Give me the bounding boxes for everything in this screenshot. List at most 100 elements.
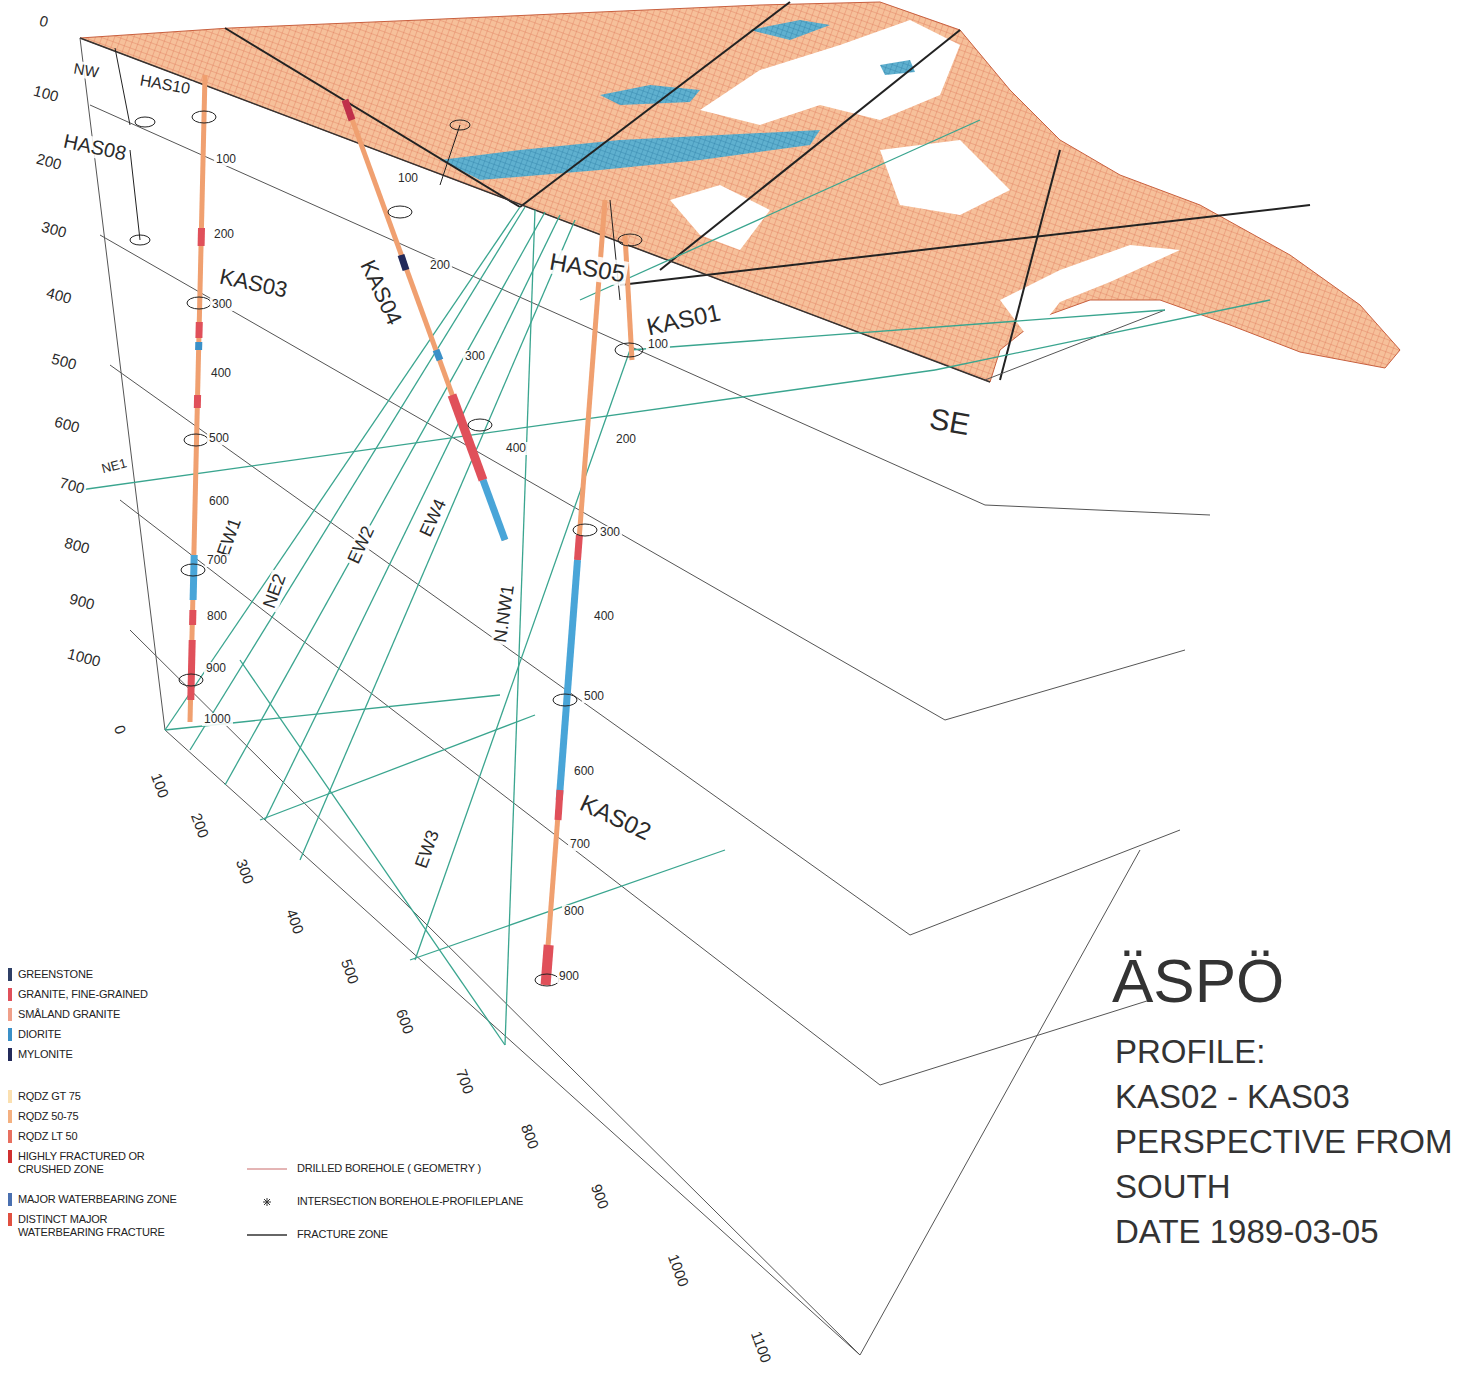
distance-scale-number: 300 [233, 855, 258, 888]
legend-sample [245, 1228, 289, 1242]
borehole-depth-mark: 100 [396, 172, 420, 185]
depth-scale-number: 100 [30, 82, 62, 105]
borehole-kas01 [615, 234, 643, 360]
borehole-depth-mark: 600 [572, 765, 596, 778]
borehole-depth-mark: 900 [204, 662, 228, 675]
borehole-depth-mark: 300 [210, 298, 234, 311]
title-block-line: KAS02 - KAS03 [1115, 1080, 1350, 1113]
borehole-depth-mark: 1000 [202, 713, 233, 726]
title-block-line: PERSPECTIVE FROM [1115, 1125, 1452, 1158]
fracture-zone-label: NE2 [259, 570, 290, 613]
borehole-depth-mark: 300 [598, 526, 622, 539]
borehole-depth-mark: 700 [205, 554, 229, 567]
distance-scale-number: 900 [588, 1180, 613, 1213]
borehole-depth-mark: 500 [207, 432, 231, 445]
borehole-depth-mark: 500 [582, 690, 606, 703]
legend-text: INTERSECTION BOREHOLE-PROFILEPLANE [297, 1195, 597, 1208]
borehole-depth-mark: 100 [646, 338, 670, 351]
legend-text: MAJOR WATERBEARING ZONE [18, 1193, 238, 1206]
legend-text: HIGHLY FRACTURED OR CRUSHED ZONE [18, 1150, 178, 1175]
legend-text: FRACTURE ZONE [297, 1228, 597, 1241]
borehole-depth-mark: 200 [428, 259, 452, 272]
legend-swatch [8, 1150, 12, 1163]
legend-swatch [8, 1130, 12, 1143]
depth-scale-number: 400 [43, 284, 75, 307]
legend-text: RQDZ LT 50 [18, 1130, 238, 1143]
compass-label: NW [71, 60, 102, 81]
borehole-depth-mark: 800 [205, 610, 229, 623]
legend-text: DISTINCT MAJOR WATERBEARING FRACTURE [18, 1213, 188, 1238]
borehole-depth-mark: 700 [568, 838, 592, 851]
borehole-label: KAS01 [642, 299, 724, 340]
borehole-depth-mark: 300 [463, 350, 487, 363]
borehole-kas02 [535, 200, 605, 986]
distance-scale-number: 200 [188, 809, 213, 842]
legend-swatch [8, 1213, 12, 1226]
depth-scale-number: 800 [61, 534, 93, 557]
title-block-line: SOUTH [1115, 1170, 1231, 1203]
borehole-depth-mark: 400 [592, 610, 616, 623]
legend-text: RQDZ GT 75 [18, 1090, 238, 1103]
diagram-title: ÄSPÖ [1112, 950, 1284, 1012]
fracture-zone-label: EW4 [415, 494, 450, 541]
borehole-depth-mark: 800 [562, 905, 586, 918]
distance-scale-number: 100 [148, 769, 173, 802]
surface-map [80, 2, 1400, 382]
legend-text: GRANITE, FINE-GRAINED [18, 988, 238, 1001]
legend-swatch [8, 968, 12, 981]
legend-swatch [8, 1048, 12, 1061]
borehole-kas03 [179, 75, 216, 722]
legend-swatch [8, 1090, 12, 1103]
borehole-label: HAS05 [546, 248, 629, 287]
legend-swatch [8, 988, 12, 1001]
intersection-symbol [263, 1198, 271, 1206]
borehole-label: KAS04 [356, 255, 408, 330]
legend-swatch [8, 1110, 12, 1123]
distance-scale-number: 800 [518, 1120, 543, 1153]
depth-scale-number: 600 [51, 413, 83, 436]
depth-scale-number: 500 [48, 350, 80, 373]
legend-sample [245, 1162, 289, 1176]
borehole-label: HAS08 [60, 130, 130, 165]
distance-scale-number: 600 [393, 1005, 418, 1038]
legend-text: RQDZ 50-75 [18, 1110, 238, 1123]
depth-scale-number: 200 [33, 150, 65, 173]
borehole-depth-mark: 600 [207, 495, 231, 508]
fracture-zone-label: N.NW1 [491, 582, 518, 646]
fracture-zone-label: EW2 [343, 521, 378, 568]
fracture-zone-lines [80, 120, 1270, 1045]
title-block-line: PROFILE: [1115, 1035, 1265, 1068]
legend-swatch [8, 1193, 12, 1206]
borehole-depth-mark: 400 [504, 442, 528, 455]
distance-scale-number: 0 [111, 721, 130, 738]
title-block-line: DATE 1989-03-05 [1115, 1215, 1379, 1248]
legend-swatch [8, 1028, 12, 1041]
borehole-label: KAS03 [216, 264, 292, 302]
distance-scale-number: 700 [453, 1065, 478, 1098]
legend-text: SMÅLAND GRANITE [18, 1008, 238, 1021]
borehole-depth-mark: 400 [209, 367, 233, 380]
borehole-label: KAS02 [575, 789, 657, 845]
legend-sample [245, 1195, 289, 1209]
legend-swatch [8, 1008, 12, 1021]
depth-scale-number: 900 [66, 590, 98, 613]
depth-scale-number: 1000 [64, 645, 104, 670]
borehole-depth-mark: 900 [557, 970, 581, 983]
borehole-line-sample [247, 1169, 287, 1170]
legend-text: MYLONITE [18, 1048, 238, 1061]
depth-scale-number: 0 [36, 12, 52, 30]
legend-text: DIORITE [18, 1028, 238, 1041]
fracture-zone-label: EW3 [411, 826, 443, 873]
borehole-depth-mark: 100 [214, 153, 238, 166]
borehole-label: HAS10 [137, 72, 194, 98]
perspective-grid [80, 38, 1210, 1355]
distance-scale-number: 500 [338, 955, 363, 988]
distance-scale-number: 400 [283, 905, 308, 938]
borehole-depth-mark: 200 [614, 433, 638, 446]
compass-label: SE [925, 402, 974, 441]
borehole-kas04 [345, 100, 505, 540]
borehole-depth-mark: 200 [212, 228, 236, 241]
distance-scale-number: 1000 [665, 1250, 693, 1291]
legend-text: GREENSTONE [18, 968, 238, 981]
